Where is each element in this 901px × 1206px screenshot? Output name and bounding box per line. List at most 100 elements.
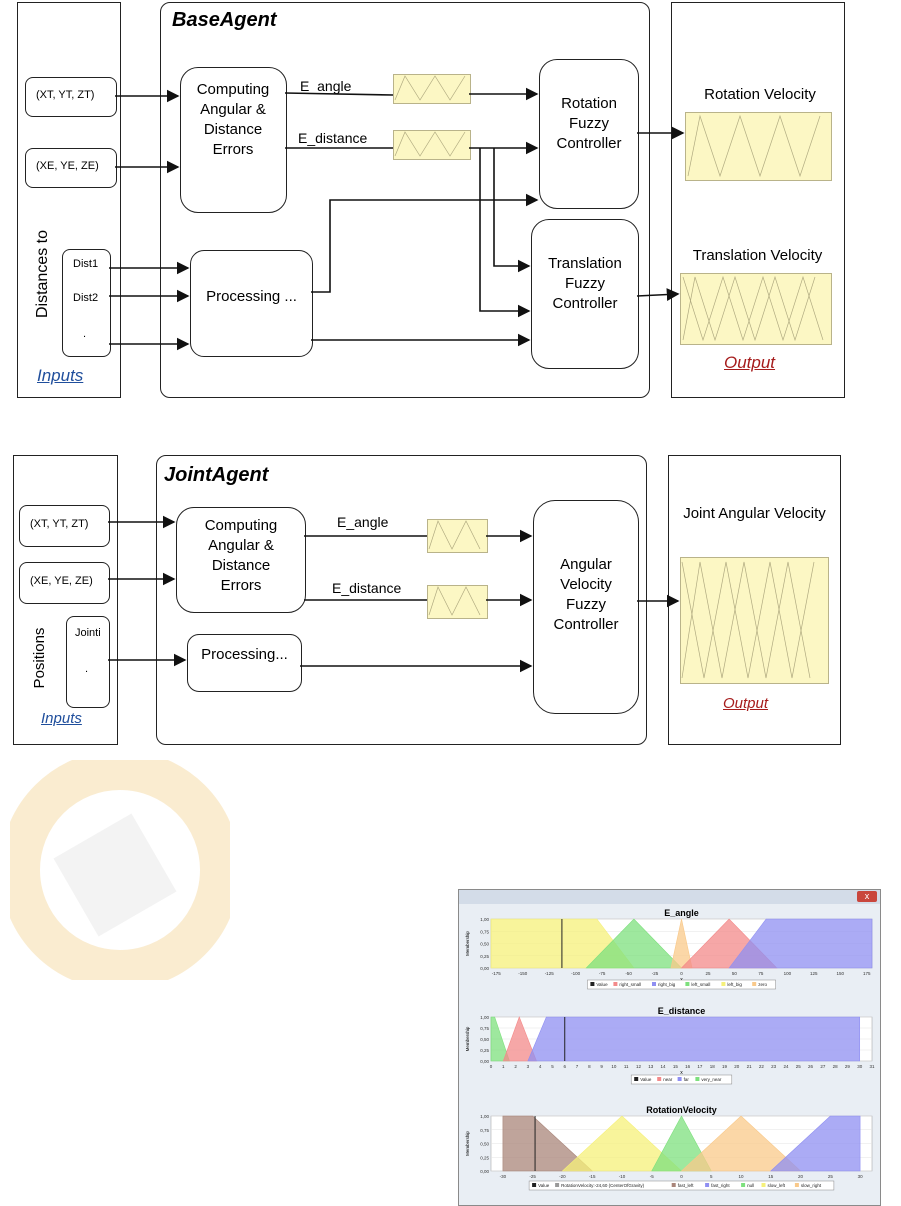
rotation-controller-box: Rotation Fuzzy Controller [539, 59, 639, 209]
x-tick-label: 15 [673, 1064, 679, 1069]
joint-compute-errors-box: Computing Angular & Distance Errors [176, 507, 306, 613]
series-left_small [585, 918, 683, 969]
legend-item: slow_right [801, 1183, 822, 1188]
base-agent-title: BaseAgent [172, 9, 277, 31]
e-angle-label: E_angle [300, 78, 352, 94]
x-tick-label: 175 [863, 971, 871, 976]
close-button[interactable]: x [857, 891, 877, 902]
x-tick-label: 0 [680, 1174, 683, 1179]
angular-velocity-controller-box: Angular Velocity Fuzzy Controller [533, 500, 639, 714]
joint-angular-velocity-label: Joint Angular Velocity [683, 505, 826, 522]
watermark-logo [0, 750, 240, 990]
membership-charts: E_angle0,000,250,500,751,00-175-150-125-… [465, 908, 875, 1191]
x-tick-label: -125 [545, 971, 555, 976]
window-title-bar[interactable]: x [459, 890, 880, 904]
legend-swatch [657, 1077, 662, 1081]
x-tick-label: 14 [661, 1064, 667, 1069]
series-right_big [728, 918, 873, 969]
x-tick-label: -75 [599, 971, 606, 976]
x-tick-label: 100 [784, 971, 792, 976]
series-near [502, 1016, 537, 1062]
x-tick-label: 27 [820, 1064, 826, 1069]
legend-swatch [671, 1183, 676, 1187]
legend-item: left_big [727, 982, 742, 987]
series-slow_right [680, 1115, 802, 1172]
x-tick-label: -50 [625, 971, 632, 976]
y-tick-label: 1,00 [480, 917, 489, 922]
processing-box: Processing ... [190, 250, 313, 357]
x-tick-label: 20 [734, 1064, 740, 1069]
x-tick-label: -100 [571, 971, 581, 976]
translation-velocity-label: Translation Velocity [692, 247, 823, 264]
x-tick-label: 23 [771, 1064, 777, 1069]
series-slow_left [561, 1115, 683, 1172]
output-link[interactable]: Output [724, 353, 776, 372]
legend-item: near [663, 1077, 673, 1082]
legend-swatch [532, 1183, 537, 1187]
x-tick-label: 26 [808, 1064, 814, 1069]
inputs-link[interactable]: Inputs [37, 366, 84, 385]
chart-title: E_distance [658, 1006, 706, 1016]
joint-dot: . [85, 663, 89, 675]
angular-velocity-controller-label: Angular Velocity Fuzzy Controller [553, 556, 619, 633]
y-tick-label: 0,25 [480, 1048, 489, 1053]
dist-dot: . [83, 328, 87, 340]
legend-swatch [677, 1077, 682, 1081]
legend-item: fast_left [678, 1183, 695, 1188]
x-tick-label: 2 [514, 1064, 517, 1069]
x-tick-label: 10 [611, 1064, 617, 1069]
y-axis-label: Membership [465, 1026, 470, 1051]
y-tick-label: 0,75 [480, 1026, 489, 1031]
legend-swatch [794, 1183, 799, 1187]
legend-item: left_small [691, 982, 710, 987]
legend-swatch [705, 1183, 710, 1187]
x-tick-label: 0 [490, 1064, 493, 1069]
e-angle-mf-thumbnail [393, 74, 471, 104]
x-tick-label: -175 [492, 971, 502, 976]
legend-swatch [634, 1077, 639, 1081]
y-tick-label: 0,00 [480, 966, 489, 971]
joint-output-link[interactable]: Output [723, 695, 769, 712]
joint-processing-box: Processing... [187, 634, 302, 692]
x-tick-label: -20 [559, 1174, 566, 1179]
x-tick-label: 21 [747, 1064, 753, 1069]
x-tick-label: 30 [857, 1064, 863, 1069]
y-axis-label: Membership [465, 1131, 470, 1156]
x-tick-label: 19 [722, 1064, 728, 1069]
x-tick-label: -30 [500, 1174, 507, 1179]
joint-e-angle-label: E_angle [337, 514, 389, 530]
x-tick-label: 17 [697, 1064, 703, 1069]
x-tick-label: 25 [796, 1064, 802, 1069]
joint-inputs-link[interactable]: Inputs [41, 710, 82, 727]
x-tick-label: 50 [732, 971, 738, 976]
x-tick-label: 10 [739, 1174, 745, 1179]
legend-item: far [684, 1077, 690, 1082]
input-target-box: (XT, YT, ZT) [25, 77, 117, 117]
legend-swatch [741, 1183, 746, 1187]
input-effector-box: (XE, YE, ZE) [25, 148, 117, 188]
x-tick-label: -25 [529, 1174, 536, 1179]
legend-item: very_near [701, 1077, 722, 1082]
legend-swatch [590, 982, 595, 986]
chart-title: E_angle [664, 908, 699, 918]
joint-input-target-label: (XT, YT, ZT) [30, 518, 89, 530]
x-tick-label: 24 [783, 1064, 789, 1069]
x-tick-label: 9 [600, 1064, 603, 1069]
x-tick-label: -5 [650, 1174, 654, 1179]
x-tick-label: 20 [798, 1174, 804, 1179]
y-tick-label: 0,25 [480, 954, 489, 959]
legend-item: zero [758, 982, 767, 987]
joint-box: Jointi . [66, 616, 110, 708]
joint-compute-errors-label: Computing Angular & Distance Errors [204, 517, 278, 594]
compute-errors-box: Computing Angular & Distance Errors [180, 67, 287, 213]
rotation-velocity-mf-thumbnail [685, 112, 832, 181]
joint-input-target-box: (XT, YT, ZT) [19, 505, 110, 547]
joint-input-effector-box: (XE, YE, ZE) [19, 562, 110, 604]
x-tick-label: 29 [845, 1064, 851, 1069]
legend-item: null [747, 1183, 754, 1188]
joint-e-distance-label: E_distance [332, 580, 402, 596]
chart-panel-2: RotationVelocity0,000,250,500,751,00-30-… [465, 1105, 873, 1191]
y-tick-label: 0,50 [480, 1142, 489, 1147]
x-tick-label: 5 [710, 1174, 713, 1179]
x-tick-label: 75 [758, 971, 764, 976]
